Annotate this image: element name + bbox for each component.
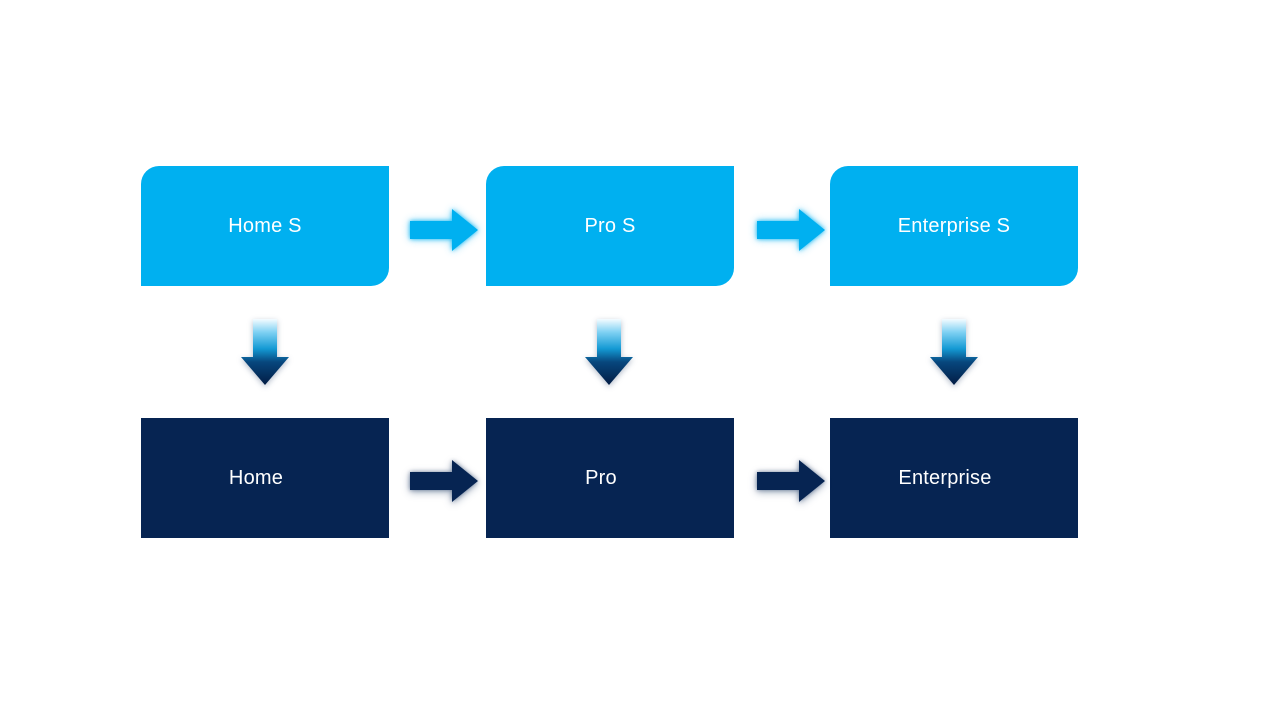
right-arrow-icon [410, 460, 478, 502]
node-home-s: Home S [141, 166, 389, 286]
down-arrow-icon [241, 319, 289, 385]
node-pro-s-label: Pro S [584, 214, 636, 237]
node-enterprise: Enterprise [830, 418, 1078, 538]
node-home-s-label: Home S [228, 214, 302, 237]
node-enterprise-s: Enterprise S [830, 166, 1078, 286]
down-arrow-icon [585, 319, 633, 385]
right-arrow-icon [757, 460, 825, 502]
node-home-label: Home [228, 466, 284, 489]
right-arrow-icon [410, 209, 478, 251]
node-enterprise-s-label: Enterprise S [897, 214, 1011, 237]
node-pro: Pro [486, 418, 734, 538]
right-arrow-icon [757, 209, 825, 251]
node-home: Home [141, 418, 389, 538]
node-enterprise-label: Enterprise [898, 466, 992, 489]
node-pro-label: Pro [585, 466, 617, 489]
node-pro-s: Pro S [486, 166, 734, 286]
down-arrow-icon [930, 319, 978, 385]
